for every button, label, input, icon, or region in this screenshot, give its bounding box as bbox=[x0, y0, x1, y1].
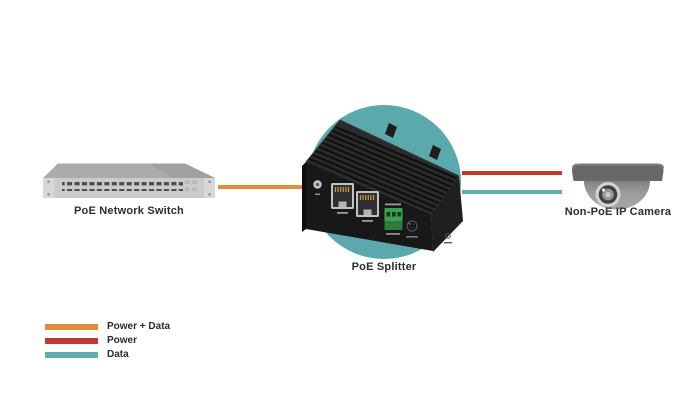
splitter-dc-jack bbox=[406, 220, 418, 238]
camera-lens bbox=[595, 182, 621, 207]
legend: Power + Data Power Data bbox=[45, 322, 170, 364]
legend-swatch-power-data bbox=[45, 324, 98, 330]
camera-illustration bbox=[571, 163, 664, 210]
legend-label-power-data: Power + Data bbox=[107, 321, 171, 332]
power-line bbox=[462, 171, 562, 175]
camera-cap bbox=[571, 164, 664, 181]
legend-label-power: Power bbox=[107, 335, 138, 346]
splitter-terminal-block bbox=[384, 203, 403, 235]
splitter-label: PoE Splitter bbox=[351, 261, 417, 273]
legend-swatch-data bbox=[45, 352, 98, 358]
switch-port-grid bbox=[62, 180, 183, 191]
camera-label: Non-PoE IP Camera bbox=[564, 206, 672, 218]
switch-right-ear bbox=[204, 178, 215, 198]
switch-illustration bbox=[43, 163, 215, 198]
legend-label-data: Data bbox=[107, 349, 129, 360]
splitter-right-face bbox=[431, 176, 463, 252]
switch-label: PoE Network Switch bbox=[74, 205, 184, 217]
splitter-mount-tab bbox=[429, 145, 441, 160]
splitter-rj45-port-2 bbox=[356, 191, 379, 222]
switch-left-ear bbox=[43, 178, 54, 198]
legend-row-power-data: Power + Data bbox=[45, 322, 170, 332]
legend-row-data: Data bbox=[45, 350, 170, 360]
splitter-mount-tab bbox=[385, 123, 397, 138]
power-data-line bbox=[218, 185, 312, 189]
legend-swatch-power bbox=[45, 338, 98, 344]
splitter-rj45-port-1 bbox=[331, 183, 354, 214]
legend-row-power: Power bbox=[45, 336, 170, 346]
data-line bbox=[462, 190, 562, 194]
switch-top-shade bbox=[148, 163, 215, 178]
splitter-illustration bbox=[302, 119, 463, 252]
